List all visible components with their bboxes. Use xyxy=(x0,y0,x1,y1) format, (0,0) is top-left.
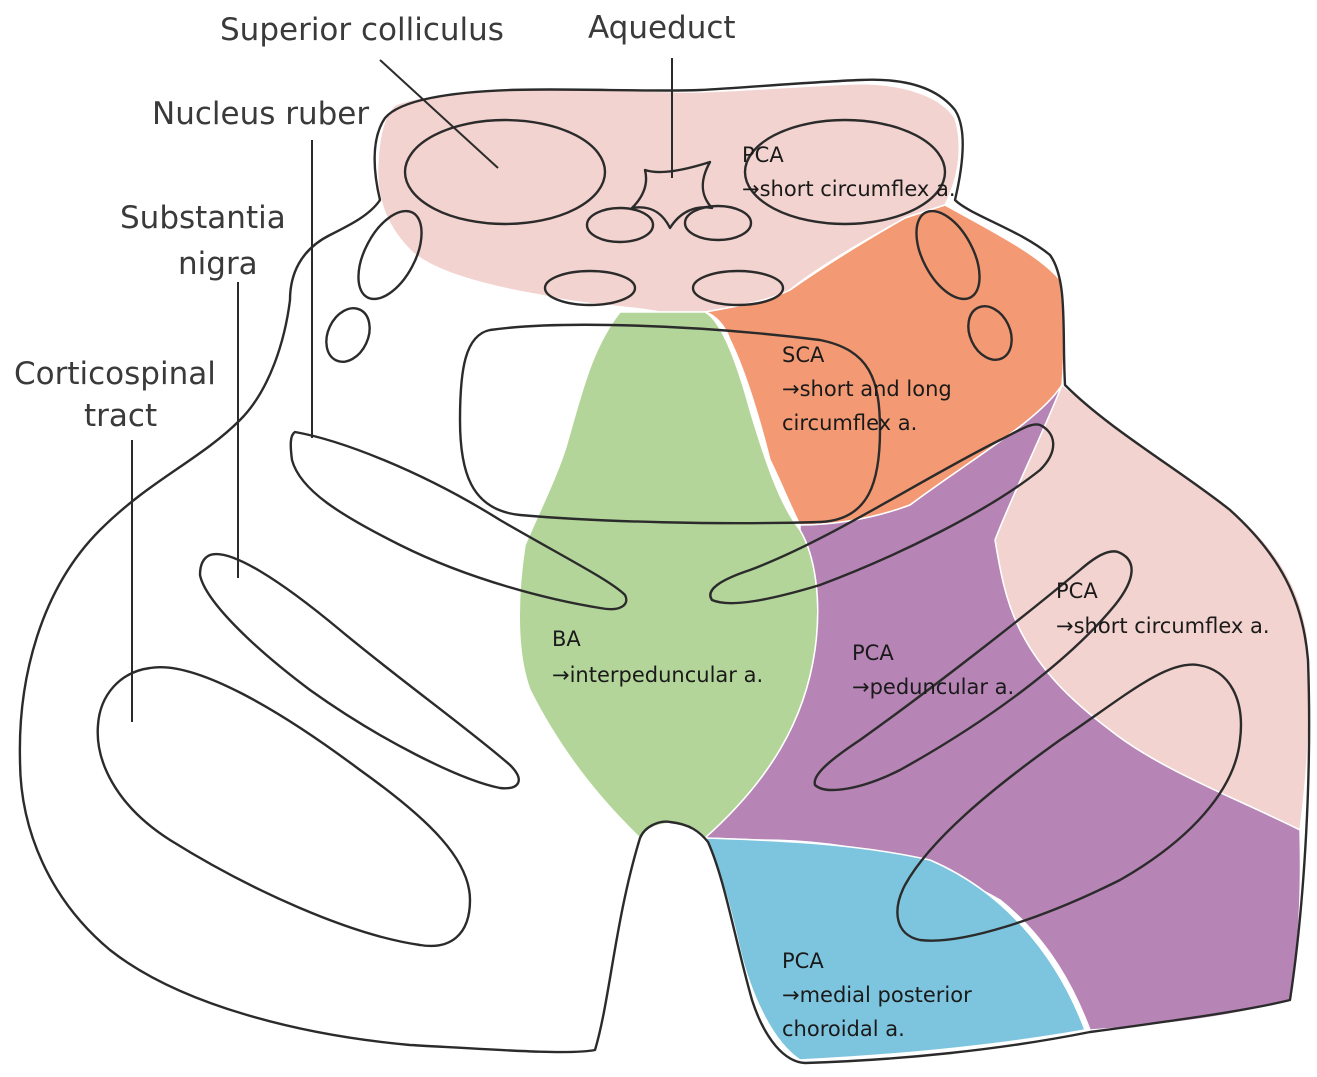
label-corticospinal-line1: Corticospinal xyxy=(14,356,216,392)
label-aqueduct: Aqueduct xyxy=(588,10,736,46)
corticospinal-tract-left xyxy=(98,667,470,946)
territory-pca-medial-line3: choroidal a. xyxy=(782,1017,905,1041)
territory-pca-medial-line2: →medial posterior xyxy=(782,983,972,1007)
territory-pca-lateral-line2: →short circumflex a. xyxy=(1056,614,1270,638)
label-nucleus-ruber: Nucleus ruber xyxy=(152,96,369,132)
territory-sca-line3: circumflex a. xyxy=(782,411,917,435)
label-substantia-nigra-line1: Substantia xyxy=(120,200,286,236)
territory-pca-peduncular-line1: PCA xyxy=(852,641,894,665)
peduncle-inner-left xyxy=(200,554,519,788)
territory-pca-lateral-line1: PCA xyxy=(1056,579,1098,603)
territory-ba-line2: →interpeduncular a. xyxy=(552,663,763,687)
territory-ba-line1: BA xyxy=(552,627,581,651)
territory-pca-tectal-line1: PCA xyxy=(742,143,784,167)
nucleus-small-7 xyxy=(318,301,378,369)
territory-pca-tectal-line2: →short circumflex a. xyxy=(742,177,956,201)
territory-sca-line1: SCA xyxy=(782,343,825,367)
label-corticospinal-line2: tract xyxy=(84,398,157,434)
territory-sca-line2: →short and long xyxy=(782,377,952,401)
label-superior-colliculus: Superior colliculus xyxy=(220,12,504,48)
territory-pca-peduncular-line2: →peduncular a. xyxy=(852,675,1014,699)
territory-pca-medial-line1: PCA xyxy=(782,949,824,973)
label-substantia-nigra-line2: nigra xyxy=(178,246,258,282)
